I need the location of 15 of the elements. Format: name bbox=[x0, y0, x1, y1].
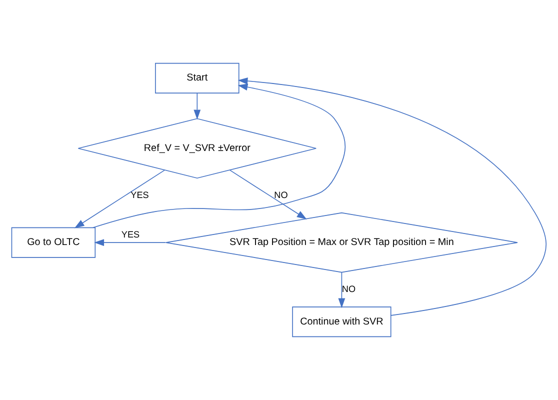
arrow bbox=[230, 170, 307, 220]
arrow bbox=[238, 78, 546, 316]
node-box: Continue with SVR bbox=[292, 306, 392, 338]
arrow bbox=[74, 170, 165, 228]
edge-label: NO bbox=[342, 284, 356, 294]
edge-label: NO bbox=[274, 190, 288, 200]
arrow bbox=[338, 272, 346, 308]
edge-label: YES bbox=[121, 229, 140, 240]
edge-label: YES bbox=[130, 190, 149, 200]
node-box: Go to OLTC bbox=[11, 227, 96, 258]
node-box: Start bbox=[155, 62, 240, 94]
arrow bbox=[194, 92, 201, 120]
node-diamond: Ref_V = V_SVR ±Verror bbox=[78, 118, 317, 179]
arrow bbox=[94, 239, 166, 246]
arrow bbox=[92, 84, 346, 228]
